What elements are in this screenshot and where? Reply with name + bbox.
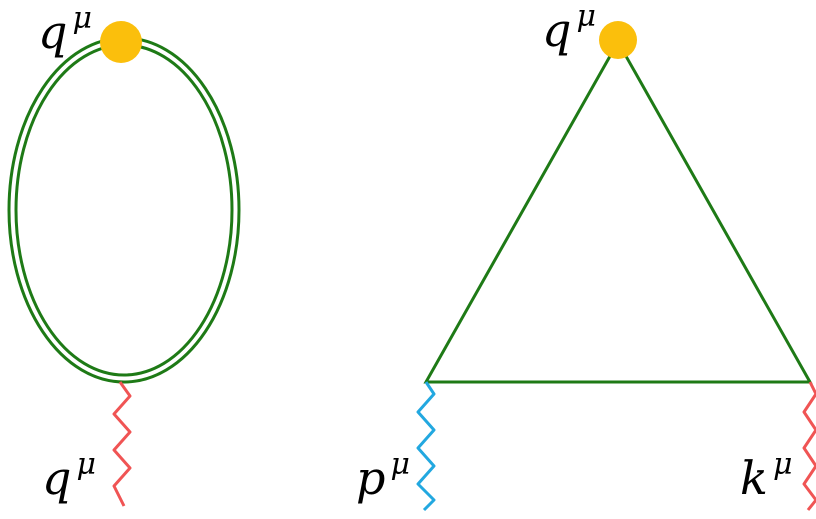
vertex-label: q μ [38,1,92,59]
left-external-label: p μ [356,447,410,505]
vertex-dot-top [599,21,637,59]
top-vertex-label-sup: μ [577,0,597,34]
external-photon-red-right [802,381,816,511]
vertex-dot [100,21,142,63]
external-label-sup: μ [77,447,97,482]
top-vertex-label-base: q [542,3,571,57]
right-external-label-sup: μ [773,447,793,482]
external-label-base: q [42,451,71,505]
tadpole-diagram: q μ q μ [7,1,241,507]
triangle-diagram: q μ p μ k μ [356,0,816,512]
left-external-label-base: p [356,451,385,505]
loop-inner-line [14,43,234,377]
right-external-label-base: k [740,451,768,505]
triangle-propagator [423,38,813,384]
loop-outer-line [7,36,241,384]
vertex-label-base: q [38,5,67,59]
external-photon-red [112,381,132,507]
right-external-label: k μ [740,447,792,505]
external-photon-blue [416,381,436,512]
left-external-label-sup: μ [391,447,411,482]
vertex-label-sup: μ [73,1,93,36]
external-label: q μ [42,447,96,505]
top-vertex-label: q μ [542,0,596,57]
